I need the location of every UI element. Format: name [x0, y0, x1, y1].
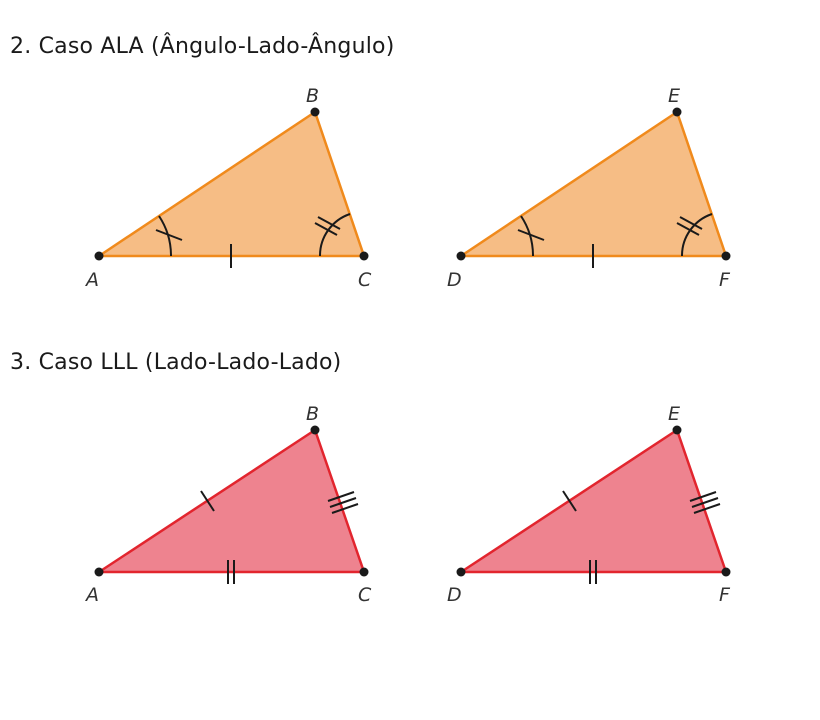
vertex-a-ala	[94, 251, 104, 261]
label-d-ala: D	[447, 269, 462, 291]
vertex-e-lll	[672, 425, 682, 435]
side-mark-bc-1	[327, 491, 355, 502]
angle-tick-c-2	[317, 216, 341, 230]
side-mark-bc-2	[329, 497, 357, 508]
vertex-e-ala	[672, 107, 682, 117]
triangle-def-lll: D E F	[447, 403, 731, 606]
triangle-def-lll-shape	[459, 428, 728, 574]
vertex-f-lll	[721, 567, 731, 577]
vertex-f-ala	[721, 251, 731, 261]
triangle-abc-ala: A B C	[84, 85, 372, 291]
label-a-lll: A	[84, 584, 99, 606]
triangle-def-ala-shape	[459, 110, 728, 258]
section-heading-ala: 2. Caso ALA (Ângulo-Lado-Ângulo)	[10, 34, 395, 59]
angle-tick-f-1	[676, 222, 700, 236]
side-mark-ef-3	[693, 503, 721, 514]
label-a-ala: A	[84, 269, 99, 291]
side-mark-ef-2	[691, 497, 719, 508]
side-mark-de	[562, 490, 577, 512]
vertex-d-ala	[456, 251, 466, 261]
triangle-abc-lll: A B C	[84, 403, 372, 606]
label-c-lll: C	[358, 584, 372, 606]
label-e-ala: E	[668, 85, 680, 107]
vertex-b-lll	[310, 425, 320, 435]
triangle-def-ala: D E F	[447, 85, 731, 291]
label-f-lll: F	[719, 584, 731, 606]
angle-tick-d	[517, 229, 545, 241]
label-c-ala: C	[358, 269, 372, 291]
label-e-lll: E	[668, 403, 680, 425]
triangle-abc-ala-shape	[97, 110, 366, 258]
angle-tick-f-2	[679, 216, 703, 230]
label-b-ala: B	[306, 85, 319, 107]
label-d-lll: D	[447, 584, 462, 606]
vertex-b-ala	[310, 107, 320, 117]
section-heading-lll: 3. Caso LLL (Lado-Lado-Lado)	[10, 350, 342, 375]
triangle-abc-lll-shape	[97, 428, 366, 574]
angle-tick-c-1	[314, 222, 338, 236]
side-mark-ab	[200, 490, 215, 512]
vertex-d-lll	[456, 567, 466, 577]
label-f-ala: F	[719, 269, 731, 291]
side-mark-bc-3	[331, 503, 359, 514]
vertex-a-lll	[94, 567, 104, 577]
angle-tick-a	[155, 229, 183, 241]
side-mark-ef-1	[689, 491, 717, 502]
vertex-c-lll	[359, 567, 369, 577]
vertex-c-ala	[359, 251, 369, 261]
label-b-lll: B	[306, 403, 319, 425]
